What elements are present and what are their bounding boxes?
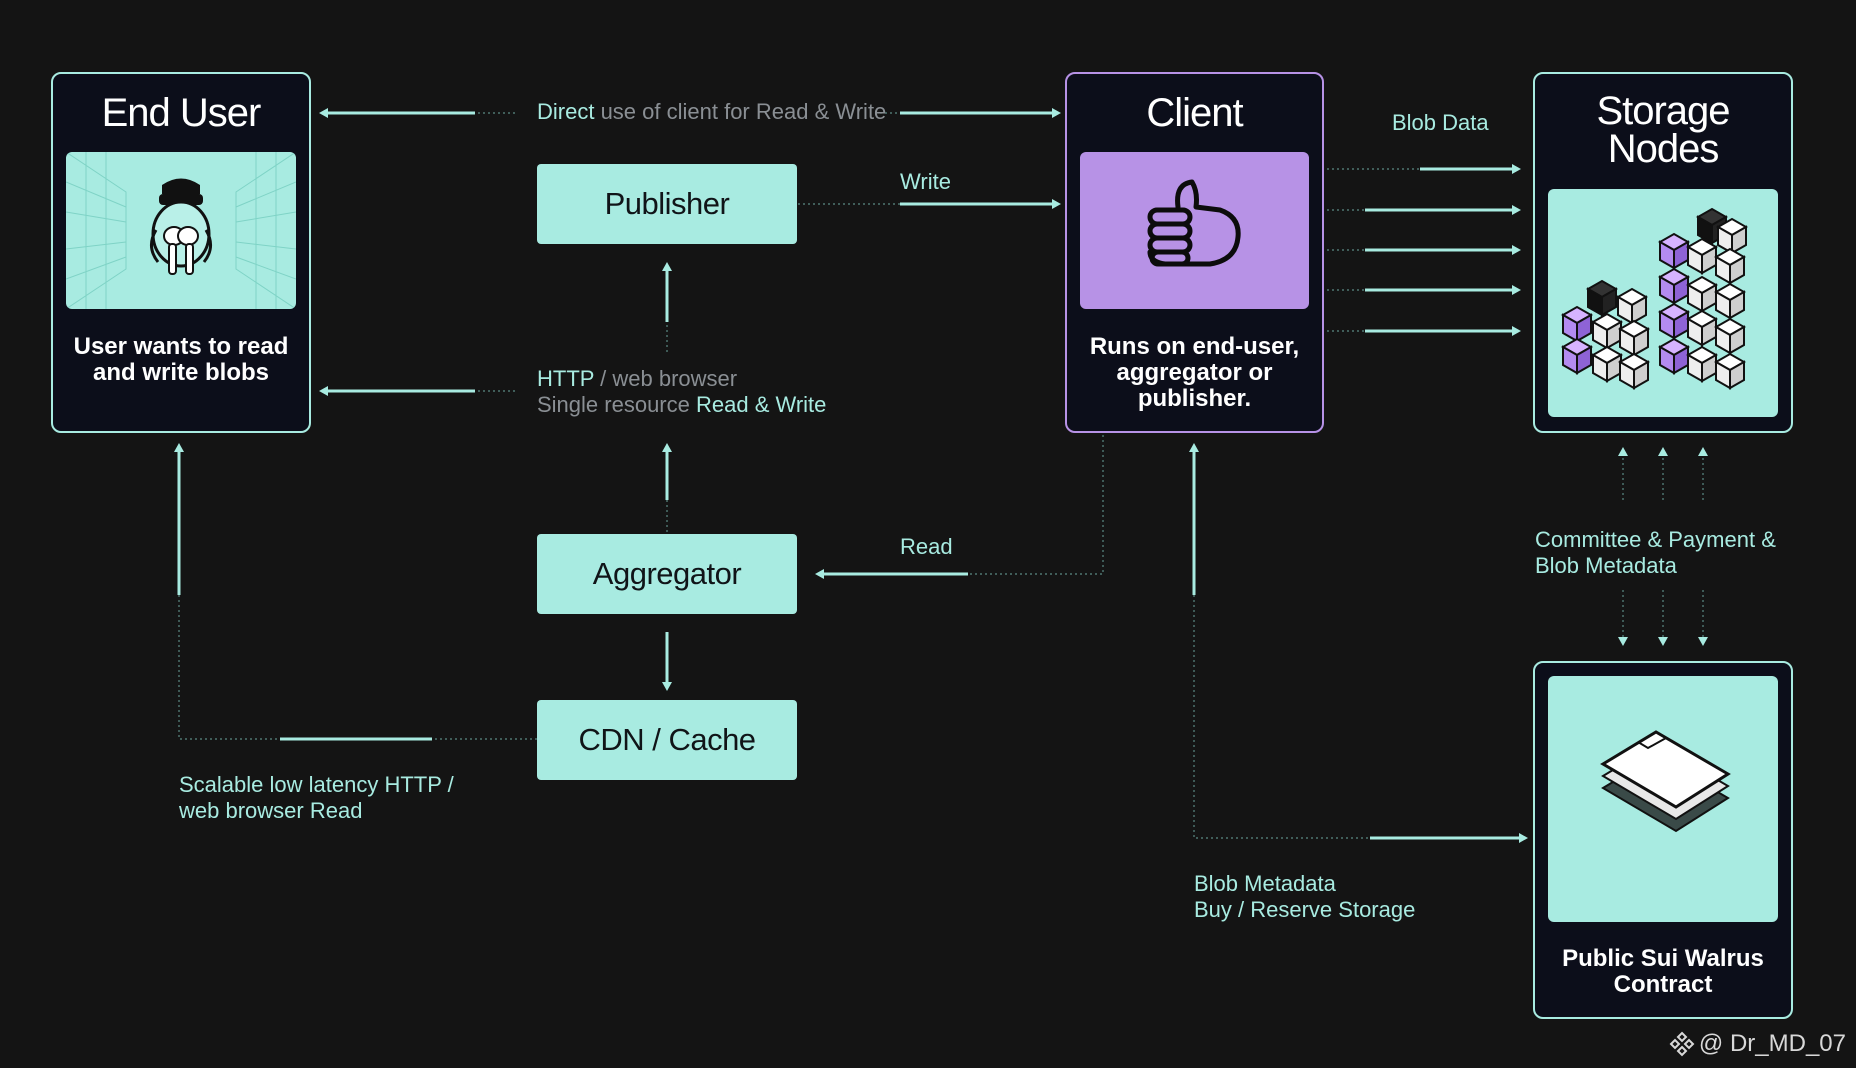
blob-data-label: Blob Data [1392,110,1489,135]
http-label-rest: / web browser [594,366,738,391]
contract-panel: Public Sui Walrus Contract [1533,661,1793,1019]
client-caption: Runs on end-user, aggregator or publishe… [1089,333,1300,412]
contract-caption: Public Sui Walrus Contract [1562,945,1764,998]
cdn-cache-box: CDN / Cache [537,700,797,780]
binance-logo-icon [1669,1031,1695,1057]
scalable-read-label: Scalable low latency HTTP / web browser … [179,772,454,824]
http-label-strong: HTTP [537,366,595,391]
direct-use-label-rest: use of client for Read & Write [594,99,887,124]
storage-nodes-panel: Storage Nodes [1533,72,1793,433]
scalable-read-label-line2: web browser Read [179,798,363,823]
direct-use-label: Direct use of client for Read & Write [537,99,886,125]
http-label: HTTP / web browser Single resource Read … [537,366,826,418]
committee-label-line1: Committee & Payment & [1535,527,1776,552]
end-user-panel: End User User wants to read and write bl… [51,72,311,433]
storage-nodes-title-line1: Storage [1596,89,1730,133]
blob-metadata-label: Blob Metadata Buy / Reserve Storage [1194,871,1415,923]
publisher-box: Publisher [537,164,797,244]
aggregator-box: Aggregator [537,534,797,614]
watermark-text: @ Dr_MD_07 [1698,1030,1846,1057]
single-resource-read-write: Read & Write [695,392,827,417]
watermark: @ Dr_MD_07 [1669,1030,1846,1058]
single-resource-label: Single resource [537,392,696,417]
storage-nodes-title: Storage Nodes [1535,89,1791,171]
committee-label-line2: Blob Metadata [1535,553,1677,578]
stacked-cubes-icon [1548,189,1778,417]
direct-use-label-strong: Direct [537,99,595,124]
scalable-read-label-line1: Scalable low latency HTTP / [179,772,454,797]
client-title: Client [1146,91,1243,135]
committee-label: Committee & Payment & Blob Metadata [1535,527,1776,579]
document-stack-icon [1548,676,1778,922]
end-user-caption: User wants to read and write blobs [73,333,289,386]
write-label: Write [900,169,951,194]
storage-nodes-title-line2: Nodes [1607,127,1720,171]
client-panel: Client Runs on end-user, aggregator or p… [1065,72,1324,433]
thumbs-up-hand-icon [1080,152,1309,309]
end-user-title: End User [101,91,262,135]
walrus-avatar-icon [66,152,296,309]
read-label: Read [900,534,953,559]
blob-metadata-label-line1: Blob Metadata [1194,871,1336,896]
blob-metadata-label-line2: Buy / Reserve Storage [1194,897,1416,922]
